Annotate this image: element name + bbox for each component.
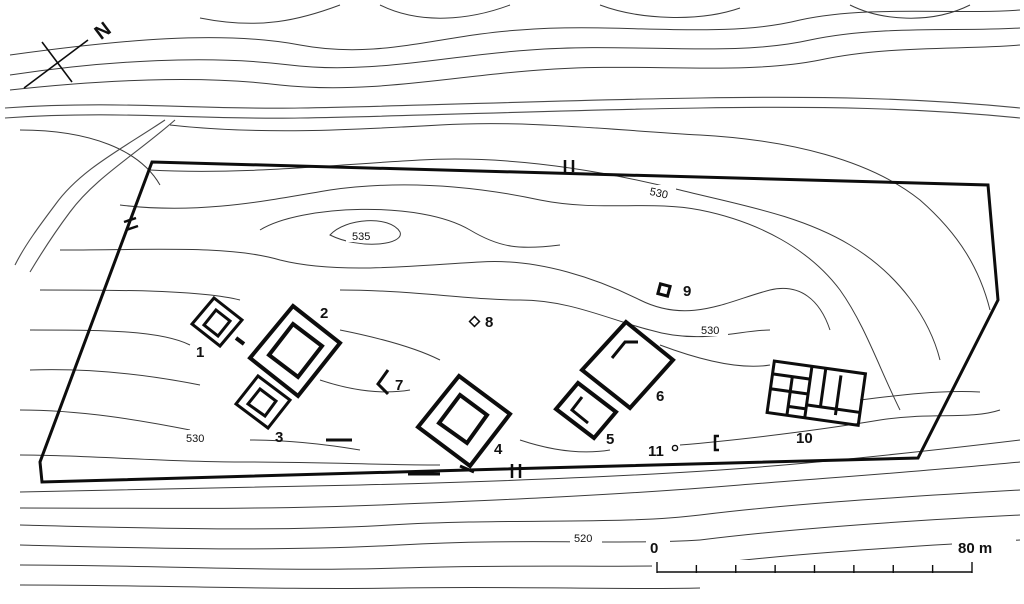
contour-label-535: 535 xyxy=(352,231,370,243)
structure-label-11: 11 xyxy=(648,443,664,460)
north-arrow: N xyxy=(23,18,116,89)
structure-label-10: 10 xyxy=(796,430,813,447)
contour-label-530-west: 530 xyxy=(186,433,204,445)
structure-2 xyxy=(247,303,343,399)
structure-label-9: 9 xyxy=(683,283,691,300)
scale-bar: 0 80 m xyxy=(646,536,1016,580)
north-gate-marker xyxy=(563,160,575,172)
contour-label-530-north: 530 xyxy=(649,186,669,202)
structure-7 xyxy=(376,369,390,396)
structure-1 xyxy=(189,295,246,349)
scale-bar-ticks xyxy=(656,562,973,573)
structure-11 xyxy=(671,434,719,452)
north-arrow-label: N xyxy=(91,18,116,44)
road xyxy=(4,96,1021,273)
contour-elevation-labels: 535 530 530 530 520 xyxy=(184,185,728,545)
contour-lines xyxy=(9,4,1021,590)
structure-8 xyxy=(468,315,481,328)
enclosure-wall xyxy=(38,160,1000,484)
north-arrow-crossbar xyxy=(41,41,73,83)
scale-start-label: 0 xyxy=(650,540,658,557)
structure-5 xyxy=(553,380,619,441)
south-gate-marker xyxy=(510,464,522,478)
structures xyxy=(189,282,868,469)
north-arrow-line xyxy=(23,39,89,89)
contour-label-520: 520 xyxy=(574,533,592,545)
structure-label-6: 6 xyxy=(656,388,664,405)
wall-segment xyxy=(459,464,475,474)
structure-4 xyxy=(415,373,513,469)
structure-label-2: 2 xyxy=(320,305,328,322)
structure-10 xyxy=(765,359,868,428)
structure-label-7: 7 xyxy=(395,377,403,394)
structure-label-1: 1 xyxy=(196,344,204,361)
structure-label-3: 3 xyxy=(275,429,283,446)
west-gate-marker xyxy=(123,216,139,232)
structure-label-4: 4 xyxy=(494,441,503,458)
contour-label-530-east: 530 xyxy=(701,325,719,337)
structure-label-8: 8 xyxy=(485,314,493,331)
structure-labels: 1 2 3 4 5 6 7 8 9 10 11 xyxy=(196,283,813,460)
structure-label-5: 5 xyxy=(606,431,614,448)
structure-6 xyxy=(579,319,676,411)
scale-end-label: 80 m xyxy=(958,540,992,557)
structure-9 xyxy=(656,282,672,298)
structure-3 xyxy=(233,373,293,431)
